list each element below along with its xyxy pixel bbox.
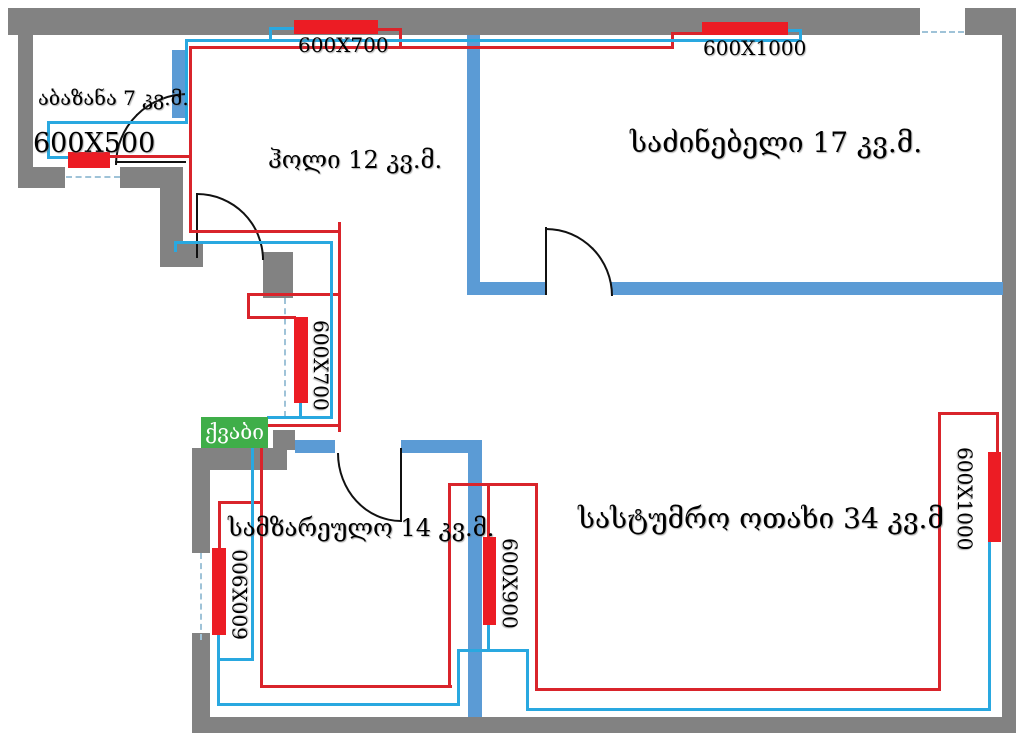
wall-step-3 (263, 252, 293, 298)
wall-bedroom-living-left (467, 282, 545, 295)
wall-under-boiler (192, 448, 287, 470)
pipe-supply-living-bottom (535, 688, 941, 691)
wall-right (1002, 8, 1016, 733)
pipe-supply-hallmid-loop-top (247, 293, 340, 296)
pipe-supply-hallmid-stub (247, 316, 296, 319)
window-kitchen-left (200, 553, 202, 640)
radiator-bathroom (68, 152, 110, 168)
wall-kitchen-top-right (401, 440, 482, 453)
pipe-supply-bathroom-branch (110, 155, 191, 158)
pipe-return-kitchenmid-left (457, 650, 460, 706)
pipe-supply-top-main (189, 46, 673, 49)
pipe-supply-hall-radiator-stub-v (399, 28, 402, 49)
radiator-kitchen-mid (483, 537, 496, 625)
pipe-return-living-bottom (526, 708, 991, 711)
pipe-supply-kitchenmid-left (448, 483, 451, 688)
pipe-return-kitchen-bottom (217, 703, 460, 706)
pipe-return-hall-drop (330, 241, 333, 419)
pipe-supply-kitchenmid-right (535, 483, 538, 691)
wall-step-2 (160, 243, 203, 267)
wall-bathroom-bottom-right (120, 167, 183, 188)
wall-kitchen-left-upper (192, 470, 210, 553)
pipe-return-living-riser (988, 541, 991, 711)
pipe-return-living-drop (526, 649, 529, 711)
window-top-right (922, 31, 964, 33)
pipe-supply-living-stub (996, 412, 999, 454)
window-bathroom (66, 176, 120, 178)
wall-bathroom-bottom-left (18, 167, 65, 188)
pipe-supply-hallmid-loop-left (247, 293, 250, 319)
wall-kitchen-living-vertical (468, 440, 482, 717)
pipe-return-hall-radiator-stub-h (269, 27, 295, 30)
pipe-supply-kitchenmid-stub (487, 483, 490, 539)
pipe-supply-hall-riser (189, 47, 192, 233)
pipe-return-kitchen-drop (251, 448, 254, 661)
boiler-label: ქვაბი (204, 420, 265, 444)
pipe-return-bedroom-stub-v (799, 29, 802, 42)
pipe-supply-kitchenleft-branch-h (218, 501, 263, 504)
pipe-supply-kitchen-bottom (260, 685, 452, 688)
door-arc-bedroom (546, 228, 613, 296)
wall-right-of-boiler (273, 430, 295, 450)
radiator-living-right (988, 452, 1001, 542)
radiator-label-kitchen-mid: 600X900 (498, 538, 522, 629)
pipe-return-top-main (185, 39, 801, 42)
room-label-bedroom: საძინებელი 17 კვ.მ. (630, 126, 923, 159)
pipe-return-kitchenleft-v (217, 634, 220, 706)
radiator-hall-top (294, 20, 378, 34)
window-hall-divider (284, 298, 286, 417)
pipe-return-bathroom-riser (185, 39, 188, 124)
pipe-supply-kitchenmid-top (448, 483, 538, 486)
door-leaf-kitchen (400, 448, 402, 522)
pipe-supply-kitchen-drop (260, 448, 263, 688)
pipe-return-hallmid-stub (299, 402, 302, 419)
pipe-supply-hall-horizontal (189, 230, 341, 233)
door-arc-hall (197, 193, 264, 260)
pipe-return-bedroom-stub-h (788, 29, 802, 32)
pipe-return-bathroom-top (47, 121, 188, 124)
wall-bedroom-living-right (611, 282, 1003, 295)
pipe-return-bathroom-left (47, 121, 50, 159)
radiator-label-hall-mid: 600X700 (309, 320, 333, 411)
pipe-return-bathroom-stub (47, 156, 70, 159)
wall-left-bathroom (18, 35, 33, 188)
pipe-return-kitchenmid-stub (487, 624, 490, 652)
room-label-hall: ჰოლი 12 კვ.მ. (268, 146, 443, 174)
room-label-living: სასტუმრო ოთახი 34 კვ.მ (578, 502, 944, 535)
radiator-label-bathroom: 600X500 (33, 128, 156, 159)
radiator-label-kitchen-left: 600X900 (228, 549, 252, 640)
pipe-return-hall-radiator-stub-v (269, 27, 272, 42)
pipe-supply-hall-drop (338, 222, 341, 432)
radiator-hall-mid (294, 317, 308, 403)
radiator-label-bedroom: 600X1000 (703, 36, 807, 60)
pipe-supply-living-top (938, 412, 999, 415)
radiator-bedroom (702, 22, 788, 35)
wall-kitchen-left-lower (192, 633, 210, 723)
pipe-return-kitchenleft-h (217, 658, 254, 661)
wall-bottom (192, 717, 1016, 733)
pipe-supply-to-boiler (266, 424, 340, 427)
radiator-kitchen-left (212, 548, 226, 635)
room-label-kitchen: სამზარეულო 14 კვ.მ. (228, 514, 495, 542)
wall-kitchen-top-left (295, 440, 335, 453)
pipe-supply-bedroom-stub-h (671, 32, 702, 35)
radiator-label-hall-top: 600X700 (298, 33, 389, 57)
pipe-return-hall-end-tick (174, 241, 177, 252)
pipe-return-kitchenmid-collector (457, 649, 529, 652)
door-arc-kitchen (337, 453, 401, 522)
pipe-return-hall-horizontal (174, 241, 333, 244)
room-label-bathroom: აბაზანა 7 კვ.მ. (38, 86, 189, 110)
pipe-supply-hall-radiator-stub-h (378, 28, 402, 31)
wall-hall-bedroom-vertical (467, 35, 480, 295)
pipe-supply-living-riser (938, 412, 941, 691)
boiler-box: ქვაბი (201, 417, 268, 448)
pipe-supply-kitchenleft-branch-v (218, 501, 221, 550)
wall-step-1 (160, 188, 183, 245)
radiator-label-living-right: 600X1000 (953, 447, 977, 551)
